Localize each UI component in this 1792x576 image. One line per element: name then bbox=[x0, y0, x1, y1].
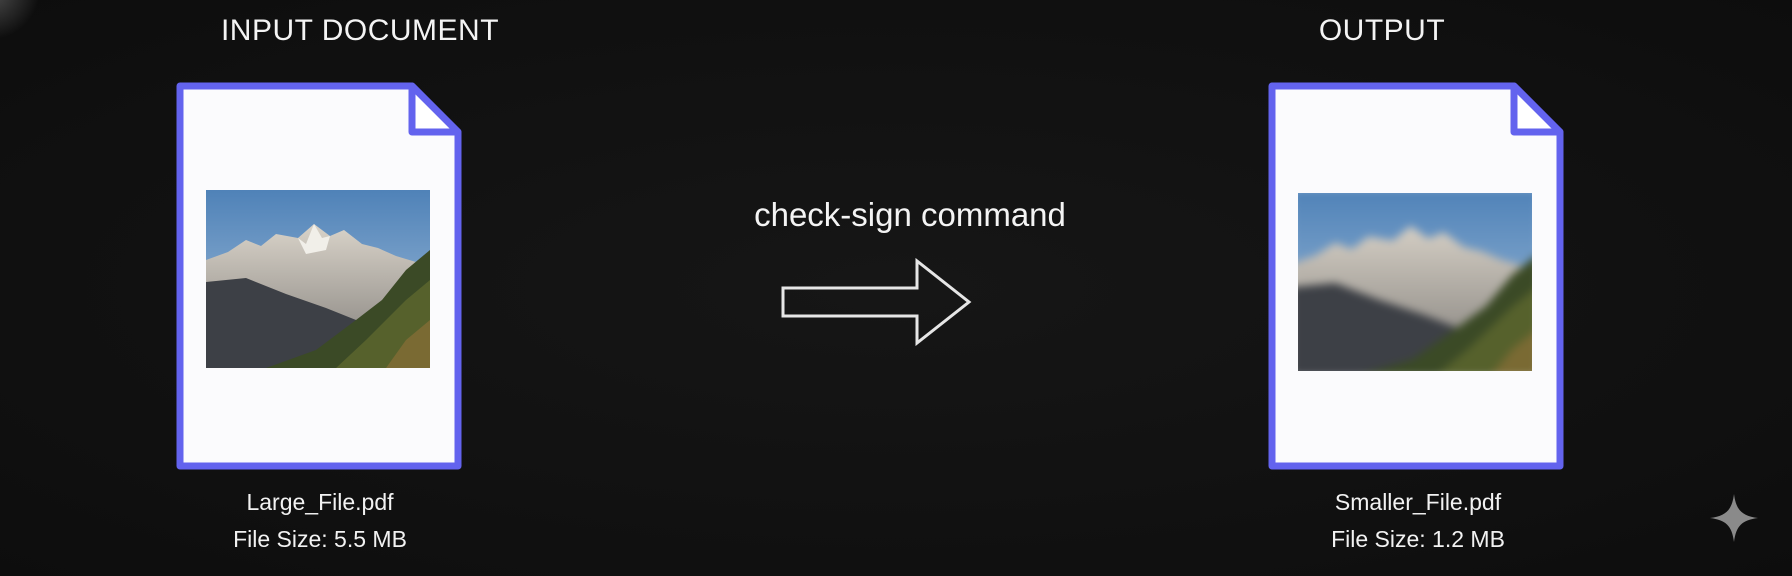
input-caption: Large_File.pdf File Size: 5.5 MB bbox=[170, 484, 470, 558]
output-caption: Smaller_File.pdf File Size: 1.2 MB bbox=[1268, 484, 1568, 558]
input-file-size: File Size: 5.5 MB bbox=[233, 526, 407, 552]
right-arrow-icon bbox=[781, 258, 972, 346]
input-file-name: Large_File.pdf bbox=[246, 489, 394, 515]
output-document-icon bbox=[1268, 82, 1564, 470]
mountain-photo-blurred bbox=[1298, 193, 1532, 371]
corner-glow bbox=[0, 0, 40, 40]
output-file-size: File Size: 1.2 MB bbox=[1331, 526, 1505, 552]
output-file-name: Smaller_File.pdf bbox=[1334, 489, 1502, 515]
input-heading: INPUT DOCUMENT bbox=[220, 14, 500, 47]
input-document-icon bbox=[176, 82, 462, 470]
command-label: check-sign command bbox=[754, 196, 1066, 233]
mountain-photo bbox=[206, 190, 430, 368]
sparkle-icon bbox=[1710, 494, 1758, 542]
output-heading: OUTPUT bbox=[1318, 14, 1446, 47]
